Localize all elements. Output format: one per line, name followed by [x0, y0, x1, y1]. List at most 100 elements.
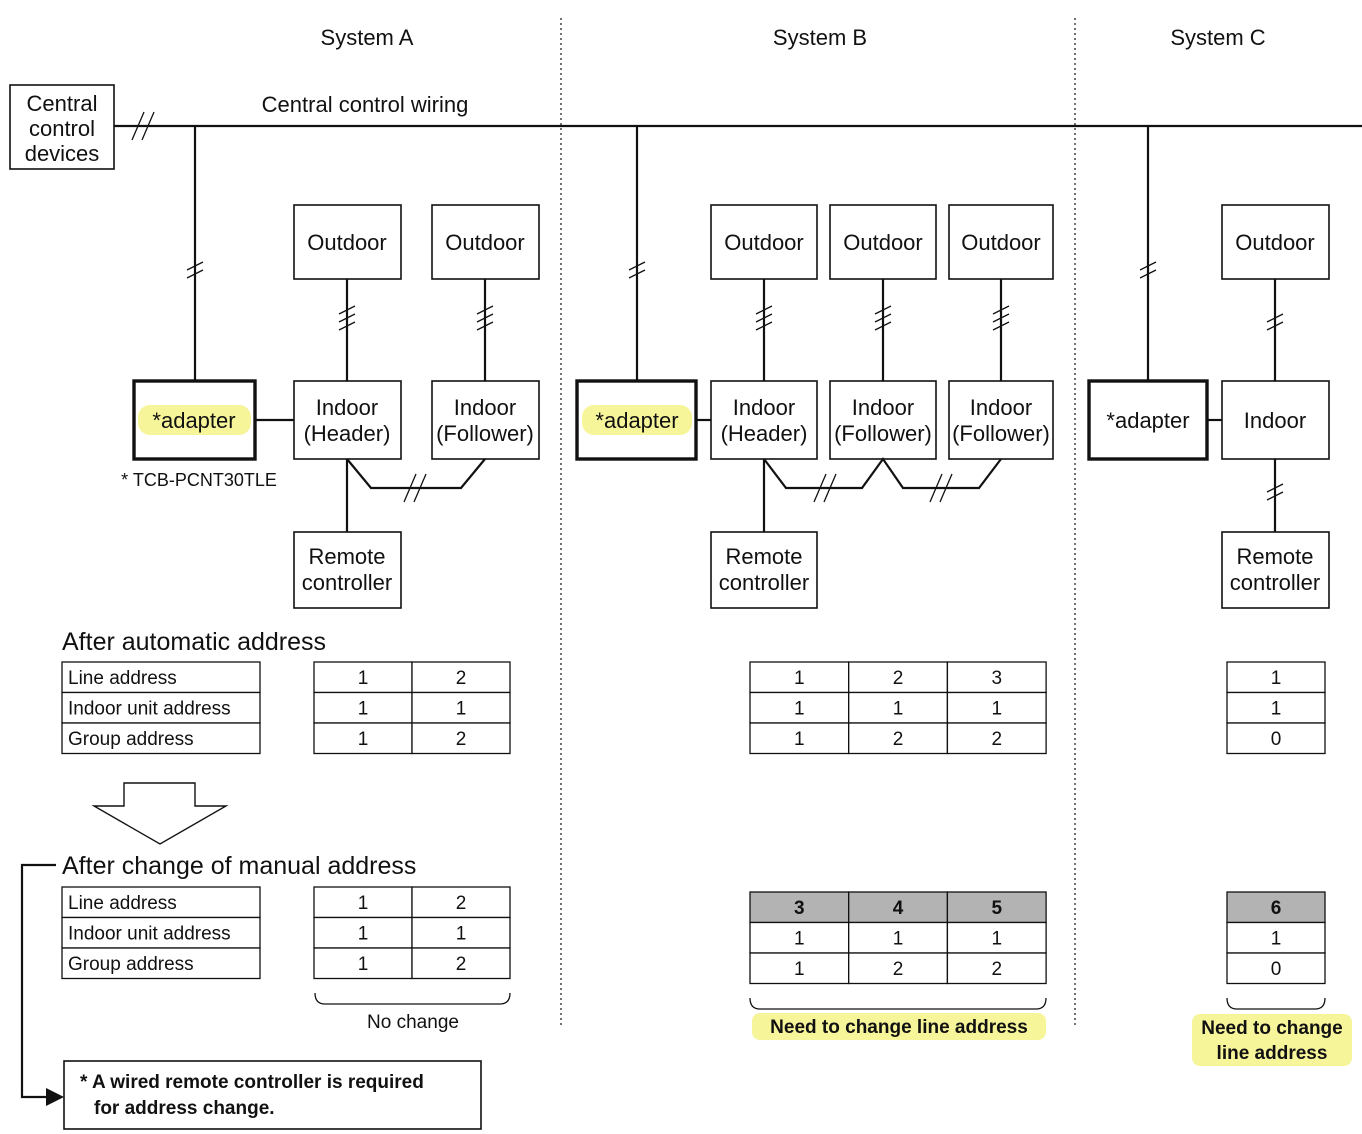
section-manual-title: After change of manual address	[62, 852, 416, 880]
table-cell-value: 2	[893, 729, 904, 750]
table-cell-value: 2	[456, 668, 467, 689]
table-cell-value: 0	[1271, 959, 1282, 980]
central-wiring-label: Central control wiring	[262, 92, 469, 117]
table-cell-value: 1	[358, 668, 369, 689]
table-c-manual: 610	[1226, 891, 1326, 985]
table-cell	[946, 722, 1047, 755]
tick-mark	[413, 473, 427, 503]
system-b-label: System B	[773, 25, 867, 50]
table-cell	[411, 691, 511, 724]
table-cell	[1226, 952, 1326, 985]
row-label: Line address	[68, 893, 177, 914]
table-cell	[411, 661, 511, 694]
tick-mark	[476, 321, 494, 331]
outdoor-label: Outdoor	[843, 230, 923, 255]
table-cell	[1226, 722, 1326, 755]
tick-mark	[874, 305, 892, 315]
adapter-label-c: *adapter	[1106, 408, 1189, 433]
table-cell	[411, 886, 511, 919]
row-label: Group address	[68, 729, 194, 750]
table-cell-value: 1	[794, 699, 805, 720]
brace-b	[749, 997, 1047, 1010]
table-c-auto: 110	[1226, 661, 1326, 755]
brace-a	[314, 992, 511, 1005]
table-cell-value: 1	[358, 893, 369, 914]
tick-mark	[813, 473, 827, 503]
row-label: Group address	[68, 954, 194, 975]
tick-mark	[186, 261, 204, 271]
adapter-label-b: *adapter	[595, 408, 678, 433]
tick-mark	[403, 473, 417, 503]
down-arrow-icon	[91, 782, 229, 845]
indoor-follower-b2	[948, 380, 1054, 460]
tick-mark	[929, 473, 943, 503]
indoor-header-a	[293, 380, 402, 460]
table-cell-value: 2	[456, 893, 467, 914]
adapter-highlight-b	[582, 405, 692, 435]
tick-mark	[338, 313, 356, 323]
adapter-highlight-a	[138, 405, 251, 435]
central-control-line-3: devices	[25, 141, 100, 166]
tick-mark	[628, 261, 646, 271]
table-cell	[946, 661, 1047, 694]
table-cell	[313, 947, 413, 980]
wired-remote-note-box	[63, 1060, 482, 1130]
remote-label: Remote	[725, 544, 802, 569]
row-label-cell	[61, 886, 261, 919]
tick-mark	[874, 321, 892, 331]
tick-mark	[476, 313, 494, 323]
table-cell	[313, 691, 413, 724]
need-change-highlight-c	[1192, 1014, 1352, 1066]
follower-label: (Follower)	[436, 421, 534, 446]
outdoor-label: Outdoor	[307, 230, 387, 255]
table-cell-value: 1	[794, 668, 805, 689]
remote-label: controller	[1230, 570, 1320, 595]
tick-mark	[992, 321, 1010, 331]
need-change-label-c-2: line address	[1217, 1043, 1328, 1064]
table-cell	[749, 952, 850, 985]
table-cell-value: 1	[893, 929, 904, 950]
table-cell-value: 2	[991, 729, 1002, 750]
table-cell-value: 3	[794, 898, 805, 919]
table-cell-value: 5	[991, 898, 1002, 919]
arrow-head-icon	[46, 1088, 64, 1106]
tick-mark	[1266, 491, 1284, 501]
table-cell-value: 2	[991, 959, 1002, 980]
section-auto-title: After automatic address	[62, 628, 326, 656]
tick-mark	[628, 269, 646, 279]
tick-mark	[131, 111, 145, 141]
table-cell-value: 1	[358, 924, 369, 945]
table-cell-value: 2	[456, 954, 467, 975]
indoor-label: Indoor	[316, 395, 378, 420]
table-cell-value: 1	[1271, 699, 1282, 720]
tick-mark	[755, 305, 773, 315]
table-cell	[313, 916, 413, 949]
table-cell-value: 1	[1271, 929, 1282, 950]
table-cell-value: 0	[1271, 729, 1282, 750]
outdoor-label: Outdoor	[961, 230, 1041, 255]
row-label-cell	[61, 947, 261, 980]
indoor-follower-a	[431, 380, 540, 460]
table-cell	[1226, 891, 1326, 924]
remote-label: Remote	[1236, 544, 1313, 569]
row-label-cell	[61, 722, 261, 755]
indoor-link-a	[346, 458, 486, 490]
indoor-label: Indoor	[733, 395, 795, 420]
row-label: Indoor unit address	[68, 924, 231, 945]
table-cell	[749, 891, 850, 924]
central-control-line-1: Central	[27, 91, 98, 116]
row-label-cell	[61, 691, 261, 724]
header-label: (Header)	[721, 421, 808, 446]
outdoor-label: Outdoor	[445, 230, 525, 255]
tick-mark	[823, 473, 837, 503]
table-cell	[946, 952, 1047, 985]
follower-label: (Follower)	[834, 421, 932, 446]
outdoor-a2	[431, 204, 540, 280]
row-label: Indoor unit address	[68, 699, 231, 720]
remote-label: controller	[302, 570, 392, 595]
indoor-link-b	[763, 457, 1002, 490]
remote-controller-c	[1221, 531, 1330, 609]
